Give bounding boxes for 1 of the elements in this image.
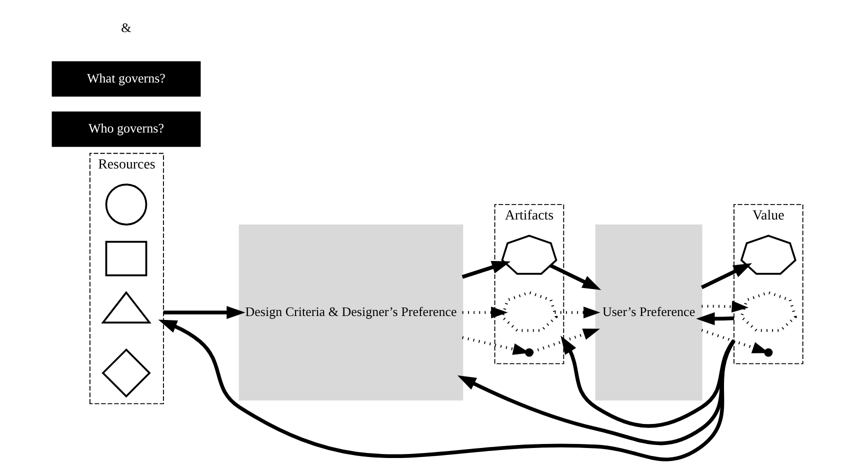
label: & [120, 20, 131, 36]
